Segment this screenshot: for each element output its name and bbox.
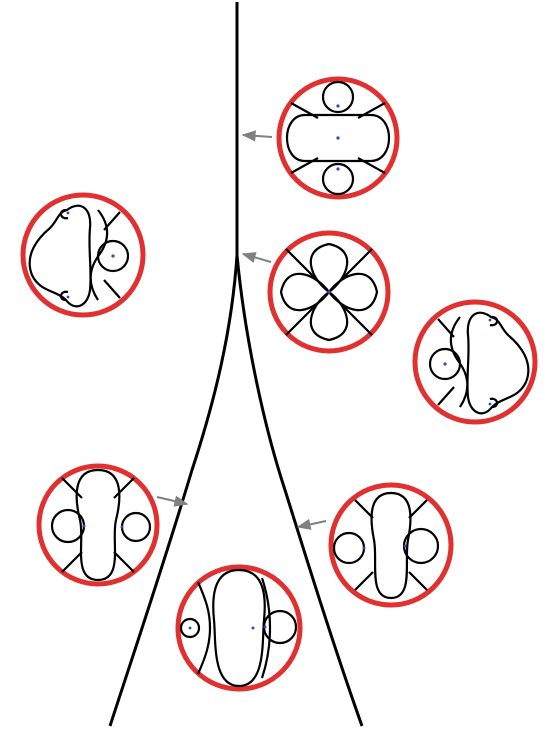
panel-right-middle — [412, 299, 538, 425]
right-cusp-branch-curve — [235, 254, 364, 727]
pointer-arrows — [156, 130, 327, 530]
arrow-top-right — [241, 130, 273, 142]
panel-right-lower — [328, 482, 454, 608]
panel-left-upper — [20, 192, 146, 318]
panel-ring — [328, 482, 454, 608]
panel-ring — [412, 299, 538, 425]
left-cusp-branch-curve — [108, 254, 239, 727]
arrow-left-lower — [156, 495, 189, 507]
bifurcation-curves — [108, 2, 364, 727]
panel-cusp — [267, 230, 391, 354]
panel-left-lower — [36, 463, 160, 587]
panel-bottom-center — [175, 564, 303, 692]
panel-ring — [20, 192, 146, 318]
panel-ring — [36, 463, 160, 587]
arrow-cusp — [241, 252, 272, 263]
arrow-right-lower — [296, 518, 327, 530]
panel-top-right — [276, 76, 400, 200]
panel-ring — [175, 564, 303, 692]
